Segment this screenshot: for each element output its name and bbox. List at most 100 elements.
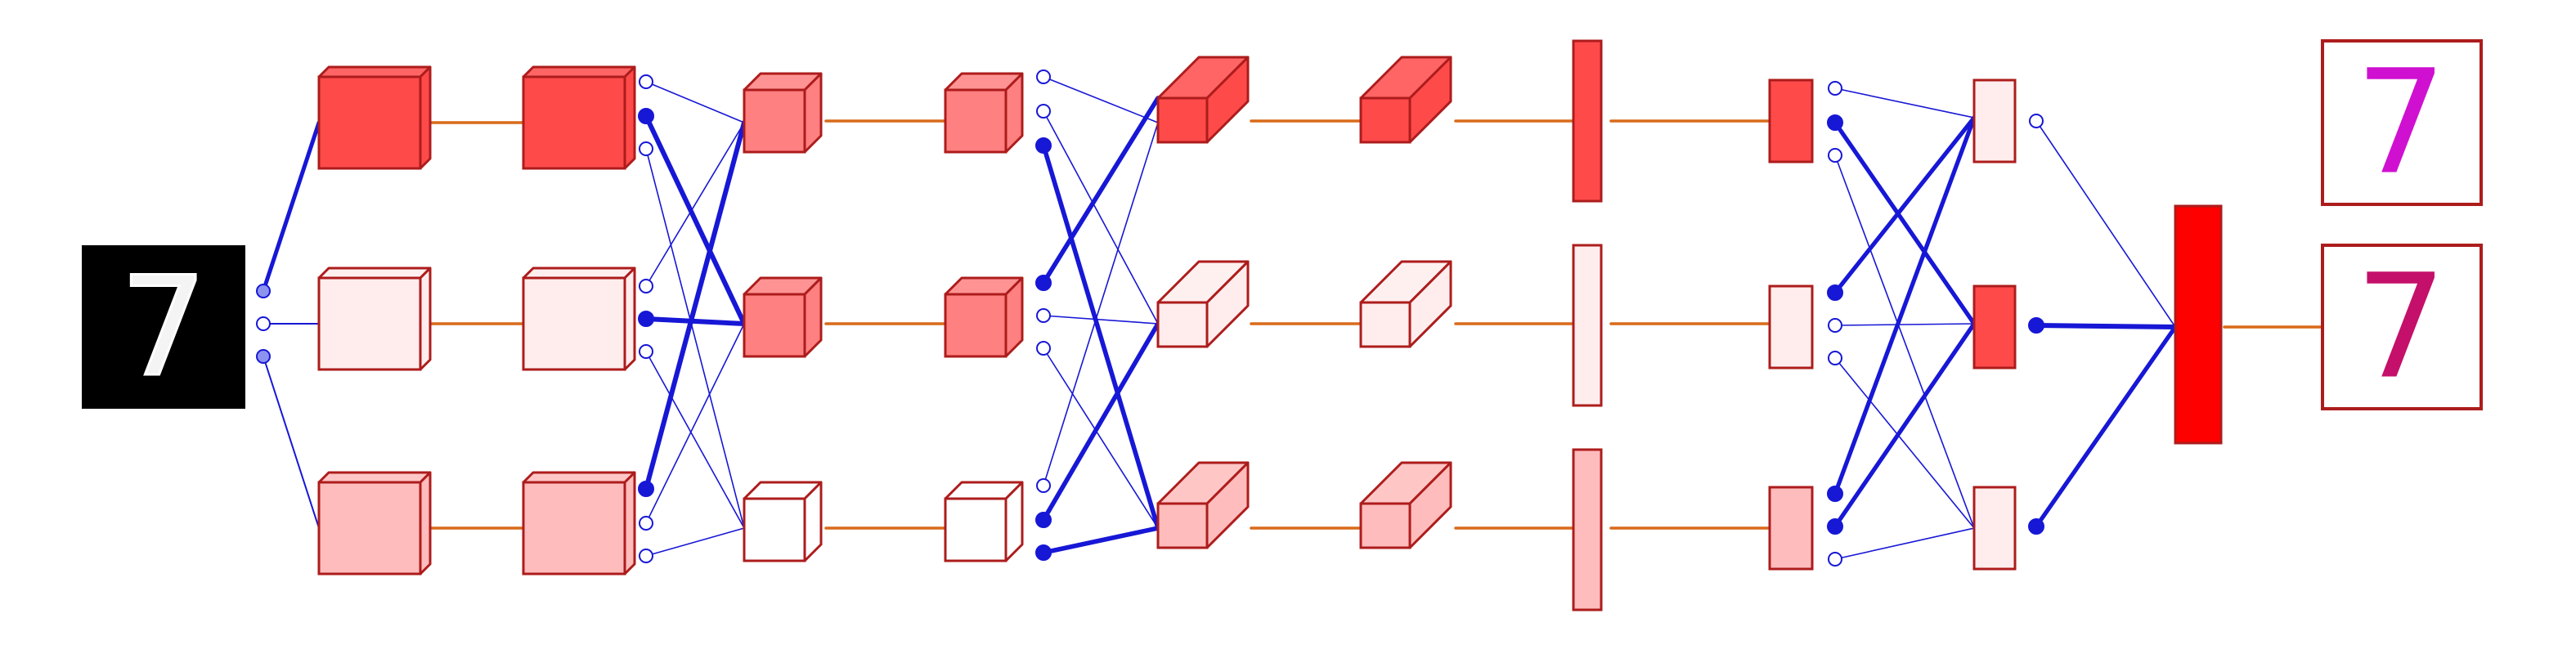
node-l7-2-0 [1827,486,1843,502]
layer-0-block-bottom-top [317,471,432,484]
conn-l3-1-0 [1041,96,1160,285]
layer-0-block-top-top [317,65,432,78]
conn-out-bottom [2034,325,2178,529]
conn-l1-2-1 [645,323,745,524]
node-l1-1-0 [639,279,653,293]
input-image: 7 [82,245,245,409]
node-out-top [2029,114,2044,128]
output-prediction-bottom: 7 [2321,244,2483,411]
layer-1-block-top-top [522,65,636,78]
layer-1-block-middle-front [522,276,626,371]
layer-output-block [2174,204,2223,445]
layer-3-block-top [944,72,1024,154]
layer-5-block-middle-front [1359,301,1411,348]
node-l3-0-1 [1036,104,1051,119]
conn-l7-1-2 [1834,357,1975,529]
layer-5-block-top-front [1359,96,1411,144]
layer-2-block-middle-front [743,293,806,358]
layer-2-block-bottom-front [743,497,806,562]
layer-0-block-top [317,65,432,170]
node-l1-1-1 [638,311,654,327]
node-l3-1-2 [1036,341,1051,356]
layer-1-block-bottom-side [623,471,636,576]
layer-3-block-middle [944,276,1024,358]
layer-5-block-middle [1359,260,1452,348]
layer-5-block-top [1359,56,1452,144]
layer-4-block-bottom [1156,461,1250,549]
layer-0-block-bottom-side [419,471,432,576]
layer-2-block-top [743,72,823,154]
node-l7-0-2 [1828,148,1842,163]
layer-1-block-middle-side [623,267,636,371]
node-l3-1-0 [1035,275,1052,291]
conn-l3-2-0 [1043,122,1159,486]
node-l7-1-0 [1827,284,1843,301]
node-l7-0-0 [1828,81,1842,96]
conn-l7-0-2 [1834,155,1975,529]
conn-l3-1-2 [1043,347,1159,529]
layer-blocks [317,39,2223,611]
conn-out-top [2035,120,2176,328]
node-l7-2-2 [1828,552,1842,567]
layer-0-block-middle [317,267,432,371]
layer-3-block-bottom [944,481,1024,562]
layer-1-block-top [522,65,636,170]
input-digit-background [82,245,245,409]
conn-out-middle [2034,323,2178,329]
layer-2-block-top-front [743,88,806,154]
layer-0-block-middle-side [419,267,432,371]
node-l7-1-2 [1828,351,1842,365]
output-prediction-top: 7 [2321,39,2483,207]
node-out-bottom [2028,518,2044,535]
input-conn-bottom [263,356,320,529]
layer-0-block-bottom-front [317,481,422,576]
layer-1-block-top-front [522,75,626,170]
conn-l1-2-0 [644,120,747,491]
conn-l3-0-2 [1041,143,1160,531]
layer-0-block-middle-front [317,276,422,371]
node-l1-2-1 [639,516,653,531]
conn-l1-0-0 [645,81,745,123]
layer-5-block-bottom-front [1359,502,1411,549]
layer-2-block-bottom [743,481,823,562]
output-digit-bottom: 7 [2355,244,2447,411]
conn-l7-0-1 [1833,120,1977,326]
layer-7-block-bottom [1768,486,1814,571]
conn-l3-2-1 [1041,321,1160,522]
input-digit: 7 [120,247,208,407]
conn-l7-2-2 [1834,527,1975,560]
conn-l7-1-1 [1834,323,1975,326]
layer-4-block-bottom-front [1156,502,1209,549]
node-l1-0-0 [639,74,653,89]
layer-3-block-bottom-front [944,497,1008,562]
conn-l1-0-1 [644,114,747,326]
conn-l1-2-2 [645,527,745,557]
output-box-top [2321,39,2483,206]
node-l3-0-0 [1036,69,1051,84]
conn-l7-2-0 [1833,115,1977,496]
conn-l7-2-1 [1833,321,1977,529]
connection-lines [261,76,2324,560]
node-l7-0-1 [1827,114,1843,131]
node-l3-1-1 [1036,308,1051,323]
node-l1-2-0 [638,481,654,497]
node-l1-1-2 [639,344,653,359]
layer-7-block-middle [1768,284,1814,370]
conn-l7-1-0 [1833,115,1977,295]
layer-0-block-middle-top [317,267,432,280]
layer-1-block-middle-top [522,267,636,280]
layer-8-block-middle [1972,284,2017,370]
node-l7-1-1 [1828,318,1842,333]
node-l3-2-0 [1036,478,1051,493]
conn-l7-0-0 [1834,87,1975,119]
layer-1-block-middle [522,267,636,371]
layer-1-block-bottom-top [522,471,636,484]
layer-1-block-bottom [522,471,636,576]
conn-l3-0-0 [1043,76,1159,123]
input-conn-top [261,120,321,293]
layer-7-block-top [1768,78,1814,164]
output-box-bottom [2321,244,2483,410]
layer-3-block-middle-front [944,293,1008,358]
layer-6-block-bottom [1572,448,1603,611]
